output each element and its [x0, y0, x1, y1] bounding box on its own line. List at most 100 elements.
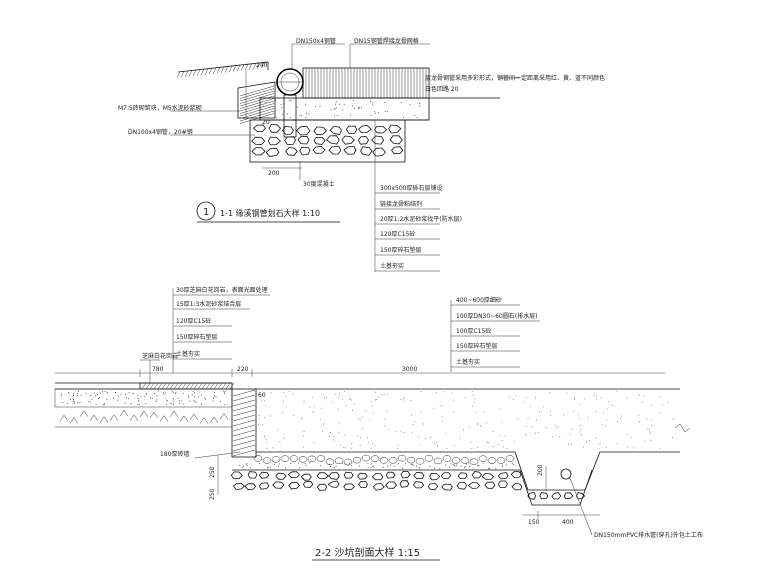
concrete-dot	[172, 391, 174, 393]
sand-dot	[303, 431, 305, 432]
layer-list-1-1: 300x500厚砾石层铺设 链接龙骨粘结剂 20厚1:2水泥砂浆找平(防水层) …	[375, 184, 462, 272]
gravel-stone	[282, 125, 294, 135]
sand-dot	[376, 399, 378, 401]
concrete-dot	[456, 464, 458, 466]
pebble	[505, 455, 515, 462]
concrete-dot	[194, 392, 196, 394]
gravel-stone	[412, 481, 425, 489]
hatch-stroke	[232, 65, 237, 72]
concrete-dot	[249, 467, 251, 469]
sand-dot	[323, 397, 325, 399]
concrete-dot	[177, 398, 179, 400]
concrete-dot	[374, 112, 376, 114]
gravel-mark	[59, 414, 69, 422]
hatch-stroke	[188, 70, 193, 77]
sand-dot	[303, 435, 305, 437]
hatch-stroke	[232, 434, 256, 442]
sand-dot	[603, 412, 605, 414]
concrete-dot	[305, 103, 307, 105]
gravel-stone	[371, 135, 385, 145]
sand-dot	[568, 443, 570, 445]
concrete-dot	[170, 403, 172, 405]
sand-dot	[593, 394, 595, 396]
sand-dot	[647, 428, 649, 430]
concrete-dot	[386, 111, 388, 113]
concrete-dot	[387, 465, 389, 467]
gravel-stone	[296, 126, 311, 136]
gravel-mark	[99, 416, 109, 423]
concrete-dot	[439, 468, 441, 470]
sand-dot	[542, 406, 544, 408]
sand-dot	[374, 444, 376, 446]
concrete-dot	[173, 400, 175, 402]
gravel-stone	[511, 483, 523, 491]
sand-dot	[285, 396, 287, 398]
sand-dot	[395, 431, 397, 433]
concrete-dot	[370, 463, 372, 465]
concrete-dot	[96, 393, 98, 395]
sand-dot	[383, 418, 385, 420]
gravel-stone	[440, 472, 452, 480]
concrete-dot	[166, 404, 168, 406]
gravel-stone	[429, 472, 441, 481]
concrete-dot	[276, 117, 278, 119]
concrete-dot	[274, 115, 276, 117]
sand-dot	[258, 418, 260, 420]
sand-dot	[411, 414, 412, 416]
hatch-stroke	[232, 439, 256, 447]
concrete-dot	[330, 109, 332, 111]
concrete-dot	[90, 395, 92, 397]
gravel-stone	[345, 125, 358, 134]
hatch-stroke	[204, 68, 209, 75]
concrete-dot	[410, 463, 412, 465]
sand-dot	[434, 443, 436, 445]
gravel-stone	[357, 472, 368, 480]
sand-dot	[573, 410, 575, 412]
concrete-dot	[450, 463, 452, 465]
concrete-dot	[201, 403, 203, 405]
sand-dot	[648, 429, 650, 431]
gravel-mark	[189, 413, 199, 421]
concrete-dot	[102, 391, 104, 393]
concrete-dot	[97, 398, 99, 400]
sand-dot	[345, 404, 347, 406]
concrete-dot	[200, 394, 202, 396]
sand-dot	[436, 445, 438, 447]
drain-trench-outer	[519, 469, 593, 506]
gravel-stone	[247, 471, 258, 479]
sand-dot	[266, 447, 268, 449]
concrete-dot	[290, 100, 292, 102]
hatch-stroke	[239, 103, 275, 114]
concrete-dot	[335, 101, 337, 103]
sand-dot	[477, 446, 479, 448]
sand-dot	[506, 448, 508, 449]
concrete-dot	[128, 398, 130, 400]
label-brick-wall: 180厚砖墙	[160, 450, 189, 458]
sand-dot	[309, 406, 311, 408]
hatch-stroke	[239, 98, 275, 109]
sand-dot	[667, 401, 669, 403]
slope-hatch	[176, 62, 265, 78]
hatch-stroke	[232, 444, 256, 452]
sand-dot	[258, 414, 260, 416]
concrete-dot	[224, 390, 226, 392]
concrete-dot	[67, 392, 69, 394]
concrete-dots-bottom	[239, 462, 515, 470]
sand-dot	[638, 394, 640, 396]
concrete-dot	[306, 113, 308, 115]
concrete-dot	[334, 108, 336, 110]
gravel-stone	[427, 483, 439, 491]
gravel-stone	[265, 147, 280, 157]
concrete-dot	[344, 463, 346, 465]
dim-240: 240	[256, 62, 268, 69]
wedge-hatch	[239, 85, 275, 124]
break-symbol	[674, 423, 691, 433]
gravel-stone	[484, 481, 496, 489]
sand-dots	[257, 390, 674, 449]
hatch-stroke	[184, 70, 189, 78]
gravel-bottom	[230, 470, 523, 491]
sand-dot	[264, 436, 266, 438]
concrete-dot	[349, 462, 351, 464]
concrete-dot	[270, 466, 272, 468]
concrete-dot	[305, 465, 307, 467]
